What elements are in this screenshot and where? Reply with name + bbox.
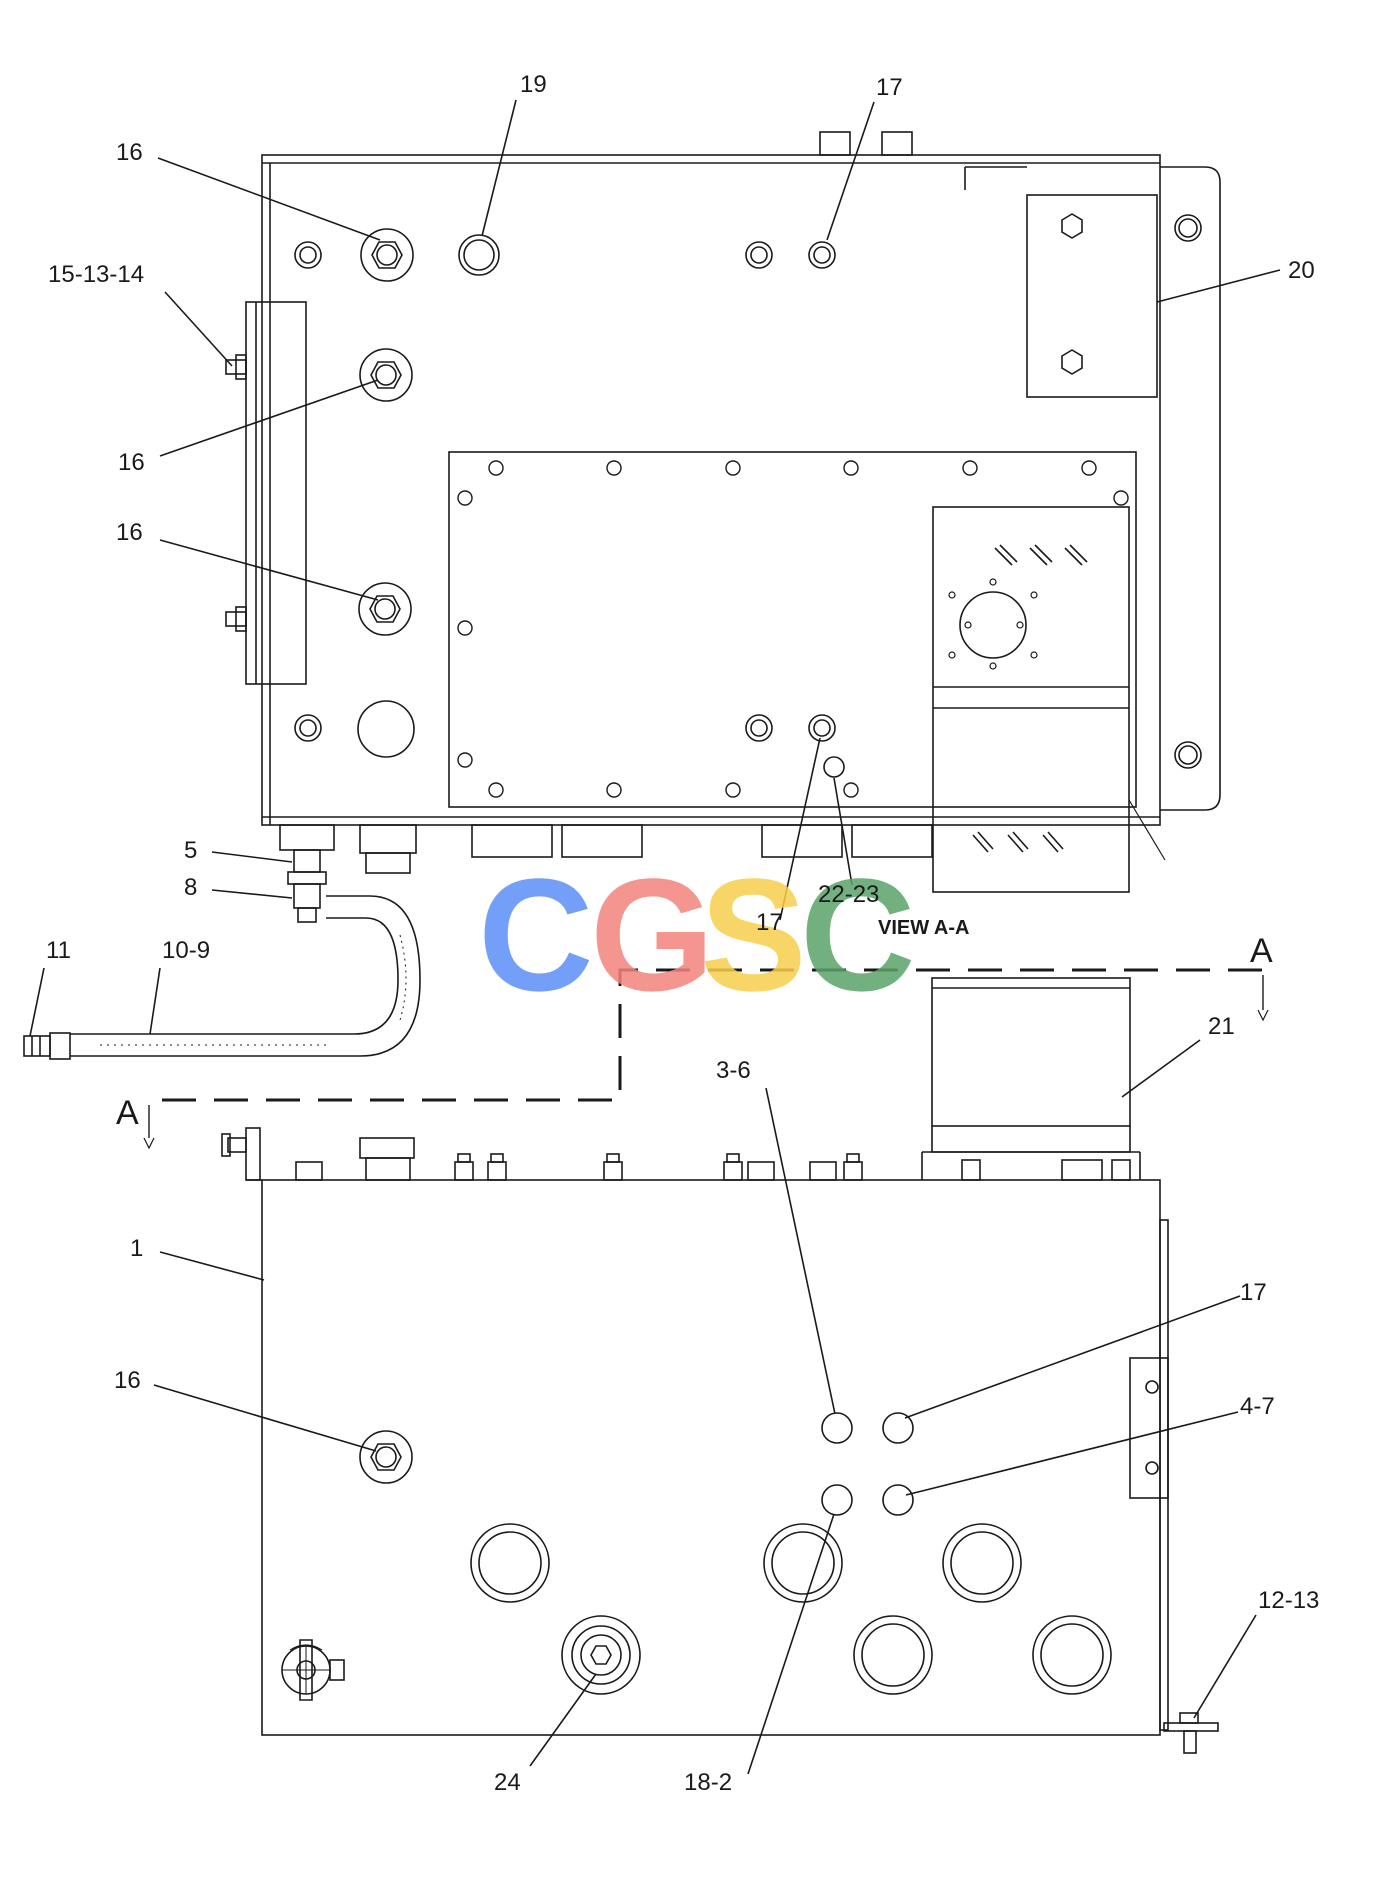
callout-18-2: 18-2 bbox=[684, 1769, 732, 1796]
hose-10-9 bbox=[70, 895, 421, 1057]
drain-valve bbox=[281, 1639, 345, 1701]
plug-18-2 bbox=[821, 1484, 853, 1516]
callout-16-bottom: 16 bbox=[114, 1367, 141, 1394]
callout-17-bottom: 17 bbox=[1240, 1279, 1267, 1306]
watermark-letter-c1: C bbox=[478, 845, 594, 1024]
fitting-16-bottom bbox=[359, 1430, 413, 1484]
end-fitting-11 bbox=[23, 1032, 71, 1060]
callout-22-23: 22-23 bbox=[818, 881, 879, 908]
callout-15-13-14: 15-13-14 bbox=[48, 261, 144, 288]
cover-plate bbox=[448, 451, 1137, 808]
callout-10-9: 10-9 bbox=[162, 937, 210, 964]
left-bracket bbox=[245, 301, 307, 685]
plug-17-bottom bbox=[882, 1412, 914, 1444]
plug-22-23 bbox=[823, 756, 845, 778]
section-marker-a-left: A bbox=[116, 1094, 139, 1132]
callout-19: 19 bbox=[520, 71, 547, 98]
callout-1: 1 bbox=[130, 1235, 143, 1262]
callout-20: 20 bbox=[1288, 257, 1315, 284]
plug-3-6 bbox=[821, 1412, 853, 1444]
callout-3-6: 3-6 bbox=[716, 1057, 751, 1084]
module-top-view bbox=[932, 506, 1130, 893]
section-line-a-a bbox=[150, 968, 1262, 1102]
top-assembly-view bbox=[23, 131, 1221, 1060]
fitting-16-b bbox=[359, 348, 413, 402]
fitting-16-a bbox=[360, 228, 414, 282]
module-21 bbox=[931, 977, 1131, 1127]
callout-8: 8 bbox=[184, 874, 197, 901]
callout-17-mid: 17 bbox=[756, 909, 783, 936]
callout-21: 21 bbox=[1208, 1013, 1235, 1040]
watermark-letter-c2: C bbox=[800, 845, 916, 1024]
view-a-a-label: VIEW A-A bbox=[878, 917, 969, 939]
callout-12-13: 12-13 bbox=[1258, 1587, 1319, 1614]
plug-24 bbox=[561, 1615, 641, 1695]
fitting-12-13 bbox=[1163, 1712, 1219, 1754]
cgsc-watermark: C G S C bbox=[478, 845, 916, 1024]
bottom-assembly-view bbox=[221, 977, 1219, 1754]
fitting-16-c bbox=[358, 582, 412, 636]
plug-4-7 bbox=[882, 1484, 914, 1516]
callout-5: 5 bbox=[184, 837, 197, 864]
callout-17-top: 17 bbox=[876, 74, 903, 101]
bracket-20 bbox=[1026, 194, 1158, 398]
callout-16-top: 16 bbox=[116, 139, 143, 166]
callout-11: 11 bbox=[46, 937, 71, 964]
section-marker-a-right: A bbox=[1250, 932, 1273, 970]
callout-labels: 19 17 16 15-13-14 20 16 16 5 8 11 10-9 2… bbox=[46, 71, 1319, 1796]
plug-19 bbox=[458, 234, 500, 276]
leader-lines bbox=[29, 99, 1281, 1775]
top-housing-outline bbox=[261, 154, 1161, 826]
callout-16-mid: 16 bbox=[118, 449, 145, 476]
callout-24: 24 bbox=[494, 1769, 521, 1796]
watermark-letter-g: G bbox=[590, 845, 714, 1024]
callout-16-low: 16 bbox=[116, 519, 143, 546]
callout-4-7: 4-7 bbox=[1240, 1393, 1275, 1420]
watermark-letter-s: S bbox=[700, 845, 807, 1024]
